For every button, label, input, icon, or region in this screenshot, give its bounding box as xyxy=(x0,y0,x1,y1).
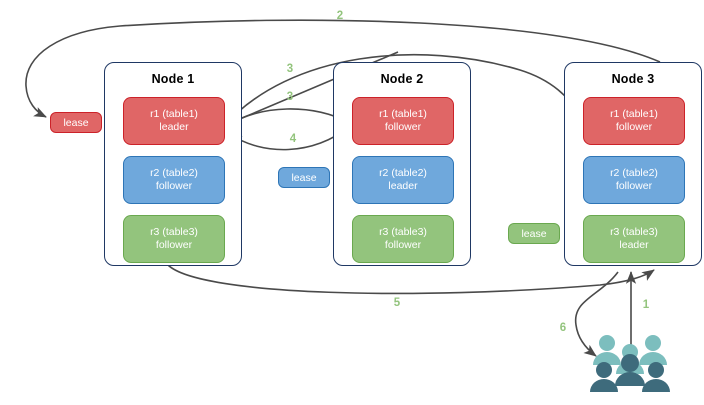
replica-name: r2 (table2) xyxy=(150,167,198,179)
replica-role: leader xyxy=(388,180,418,192)
step-label-6: 6 xyxy=(559,322,567,334)
lease-badge-r1[interactable]: lease xyxy=(50,112,102,133)
replica-role: follower xyxy=(615,180,653,192)
replica-node2-r2[interactable]: r2 (table2) leader xyxy=(352,156,454,204)
arrow-step-5-node1-to-node3 xyxy=(167,264,655,295)
replica-name: r1 (table1) xyxy=(610,108,658,120)
replica-name: r3 (table3) xyxy=(379,226,427,238)
replica-name: r1 (table1) xyxy=(379,108,427,120)
node-title: Node 1 xyxy=(151,72,195,86)
node-title: Node 3 xyxy=(611,72,655,86)
step-label-4: 4 xyxy=(289,133,297,145)
replica-node1-r1[interactable]: r1 (table1) leader xyxy=(123,97,225,145)
node-card-node3[interactable]: Node 3 r1 (table1) follower r2 (table2) … xyxy=(564,62,702,266)
node-card-node1[interactable]: Node 1 r1 (table1) leader r2 (table2) fo… xyxy=(104,62,242,266)
replica-name: r3 (table3) xyxy=(610,226,658,238)
replica-name: r2 (table2) xyxy=(610,167,658,179)
arrow-step-3-node1-to-node2 xyxy=(225,108,349,127)
replica-node1-r3[interactable]: r3 (table3) follower xyxy=(123,215,225,263)
step-label-3-lower: 3 xyxy=(286,91,294,103)
step-label-3-upper: 3 xyxy=(286,63,294,75)
replica-role: leader xyxy=(619,239,649,251)
step-label-2: 2 xyxy=(336,10,344,22)
node-title: Node 2 xyxy=(380,72,424,86)
replica-node2-r3[interactable]: r3 (table3) follower xyxy=(352,215,454,263)
replica-node2-r1[interactable]: r1 (table1) follower xyxy=(352,97,454,145)
step-label-5: 5 xyxy=(393,297,401,309)
replica-role: follower xyxy=(384,239,422,251)
replica-role: follower xyxy=(155,180,193,192)
replica-name: r1 (table1) xyxy=(150,108,198,120)
replica-name: r3 (table3) xyxy=(150,226,198,238)
node-card-node2[interactable]: Node 2 r1 (table1) follower r2 (table2) … xyxy=(333,62,471,266)
replica-node1-r2[interactable]: r2 (table2) follower xyxy=(123,156,225,204)
lease-badge-r3[interactable]: lease xyxy=(508,223,560,244)
lease-badge-r2[interactable]: lease xyxy=(278,167,330,188)
users-group-icon xyxy=(590,335,670,392)
replica-node3-r1[interactable]: r1 (table1) follower xyxy=(583,97,685,145)
replica-role: leader xyxy=(159,121,189,133)
replica-role: follower xyxy=(384,121,422,133)
replica-node3-r3[interactable]: r3 (table3) leader xyxy=(583,215,685,263)
replica-role: follower xyxy=(615,121,653,133)
replica-role: follower xyxy=(155,239,193,251)
step-label-1: 1 xyxy=(642,299,650,311)
replica-node3-r2[interactable]: r2 (table2) follower xyxy=(583,156,685,204)
replica-name: r2 (table2) xyxy=(379,167,427,179)
